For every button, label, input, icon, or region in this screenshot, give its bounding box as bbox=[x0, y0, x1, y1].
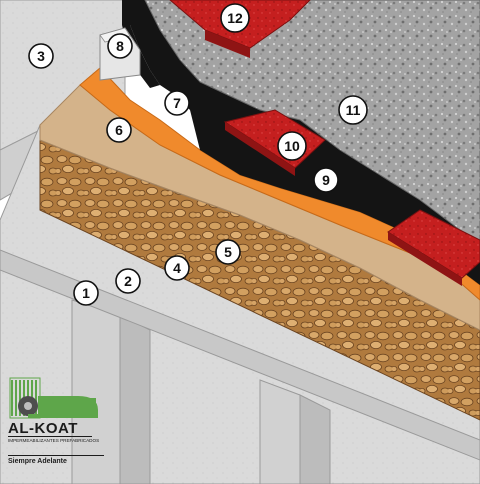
callout-1-label: 1 bbox=[82, 285, 90, 301]
beam-right-side bbox=[299, 394, 331, 484]
callout-7: 7 bbox=[164, 90, 190, 116]
callout-12-label: 12 bbox=[227, 10, 243, 26]
callout-12: 12 bbox=[220, 3, 250, 33]
al-koat-logo: AL-KOAT IMPERMEABILIZANTES PREFABRICADOS… bbox=[8, 376, 104, 476]
logo-divider bbox=[8, 436, 92, 437]
paver-support-right-side bbox=[388, 232, 462, 286]
callout-11-label: 11 bbox=[346, 102, 361, 118]
callout-5-label: 5 bbox=[224, 244, 232, 260]
callout-4-label: 4 bbox=[173, 260, 181, 276]
paver-support-side bbox=[225, 122, 295, 176]
paver-top-side bbox=[205, 30, 250, 58]
slab-underside bbox=[0, 249, 480, 461]
callout-2: 2 bbox=[115, 268, 141, 294]
callout-2-label: 2 bbox=[124, 273, 132, 289]
callout-10: 10 bbox=[277, 131, 307, 161]
callout-6: 6 bbox=[106, 117, 132, 143]
beam-left-side bbox=[119, 314, 151, 484]
callout-3-label: 3 bbox=[37, 48, 45, 64]
logo-slogan: Siempre Adelante bbox=[8, 458, 67, 465]
logo-tagline: IMPERMEABILIZANTES PREFABRICADOS bbox=[8, 438, 100, 443]
callout-9: 9 bbox=[313, 167, 339, 193]
callout-11: 11 bbox=[338, 95, 368, 125]
callout-6-label: 6 bbox=[115, 122, 123, 138]
callout-8-label: 8 bbox=[116, 38, 124, 54]
callout-4: 4 bbox=[164, 255, 190, 281]
callout-8: 8 bbox=[107, 33, 133, 59]
callout-1: 1 bbox=[73, 280, 99, 306]
callout-9-label: 9 bbox=[322, 172, 330, 188]
callout-7-label: 7 bbox=[173, 95, 181, 111]
callout-3: 3 bbox=[28, 43, 54, 69]
beam-right bbox=[259, 379, 301, 484]
callout-10-label: 10 bbox=[284, 138, 300, 154]
callout-5: 5 bbox=[215, 239, 241, 265]
logo-divider-2 bbox=[8, 455, 104, 456]
logo-brand-text: AL-KOAT bbox=[8, 420, 78, 437]
al-koat-emblem-icon bbox=[9, 377, 98, 419]
